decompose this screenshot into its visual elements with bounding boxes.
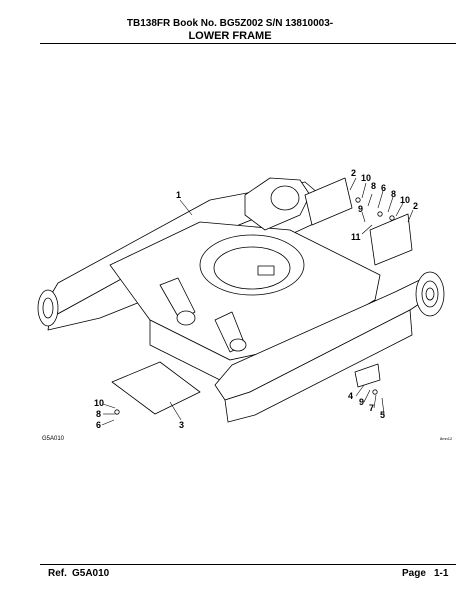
bolt (114, 409, 120, 415)
callout-9: 9 (358, 204, 363, 214)
model-book-serial-line: TB138FR Book No. BG5Z002 S/N 13810003- (126, 18, 334, 29)
callout-2: 2 (413, 201, 418, 211)
rear-track-frame-side (224, 309, 413, 423)
bolt (377, 211, 383, 217)
under-cover-plate (111, 361, 201, 415)
bolt (372, 389, 378, 395)
callout-10: 10 (94, 398, 104, 408)
bolt (355, 197, 361, 203)
callout-8: 8 (96, 409, 101, 419)
callout-8: 8 (371, 181, 376, 191)
callout-11: 11 (351, 232, 361, 242)
header-rule (40, 43, 456, 44)
side-plate (354, 363, 381, 388)
swing-bearing-inner (213, 246, 291, 290)
callout-3: 3 (179, 420, 184, 430)
figure-code: G5A010 (42, 436, 65, 442)
callout-10: 10 (361, 173, 371, 183)
figure-mark: 8mn12 (440, 436, 453, 441)
ref-value: G5A010 (72, 568, 110, 579)
page-title: LOWER FRAME (188, 30, 272, 42)
callout-1: 1 (176, 190, 181, 200)
ref-label: Ref. (48, 568, 67, 579)
callout-2: 2 (351, 168, 356, 178)
front-idler-hub-inner (42, 297, 54, 319)
left-lug-pin-hole (176, 310, 196, 326)
page-number: 1-1 (434, 568, 449, 579)
right-cover-plate (369, 213, 413, 266)
callout-8: 8 (391, 189, 396, 199)
callout-4: 4 (348, 391, 353, 401)
callout-9: 9 (359, 397, 364, 407)
center-hole-plate (257, 265, 275, 276)
bolt (389, 215, 395, 221)
callout-6: 6 (381, 183, 386, 193)
upper-frame-end-bore (270, 185, 300, 211)
right-lug-pin-hole (229, 338, 247, 352)
page-label: Page (402, 568, 426, 579)
callout-5: 5 (380, 410, 385, 420)
rear-idler-hub-core (425, 287, 435, 301)
callout-6: 6 (96, 420, 101, 430)
callout-7: 7 (369, 403, 374, 413)
left-lug (159, 277, 196, 321)
callout-10: 10 (400, 195, 410, 205)
upper-cover-plate (304, 177, 353, 226)
footer-rule (40, 564, 456, 565)
